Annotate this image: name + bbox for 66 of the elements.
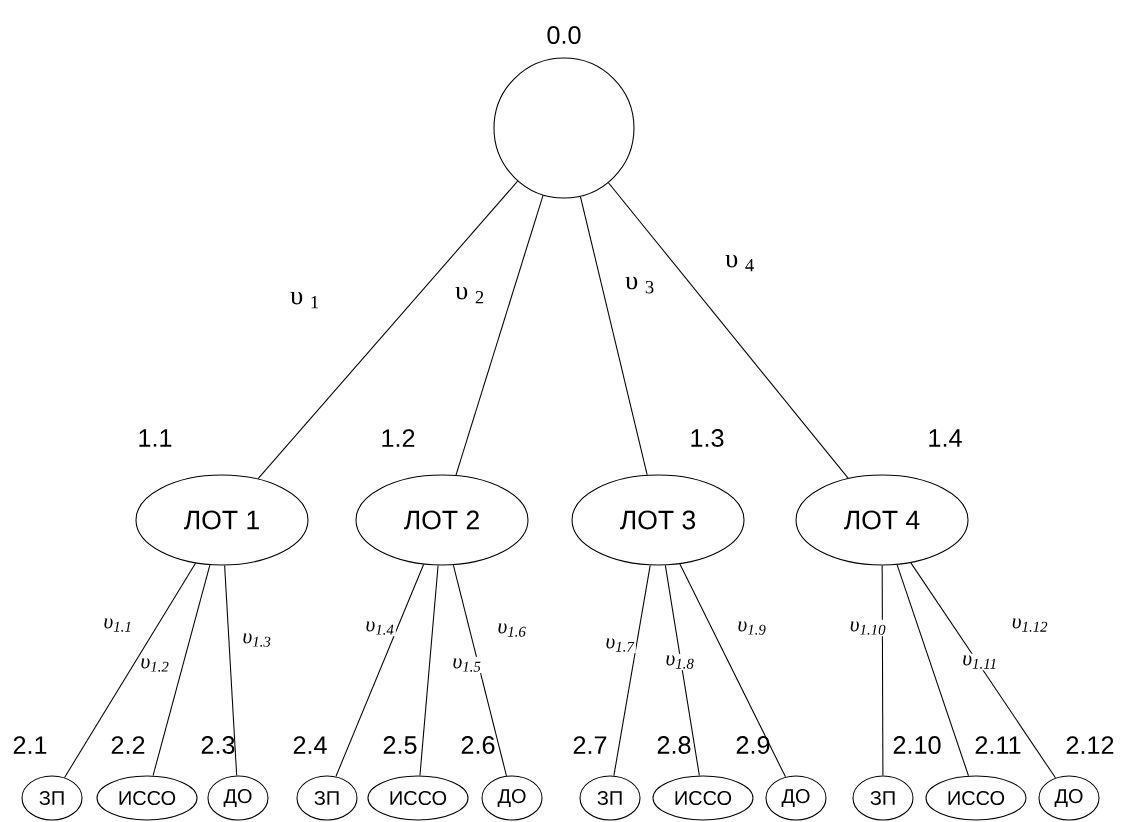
ellipse-node: ЛОТ 1 [135, 474, 309, 566]
ellipse-node: ИССО [925, 775, 1027, 821]
node-number: 2.8 [657, 736, 691, 754]
ellipse-node: ЛОТ 2 [355, 474, 529, 566]
edge-label: υ$_{1.4}$ [366, 621, 394, 635]
edge-label: υ $_{1}$ [290, 291, 319, 309]
node-number: 2.10 [893, 736, 941, 754]
ellipse-node: ЛОТ 3 [571, 474, 745, 566]
node-number: 2.3 [201, 736, 235, 754]
ellipse-node: ЗП [296, 775, 358, 821]
ellipse-node: ЗП [852, 775, 914, 821]
node-number: 2.11 [975, 736, 1021, 754]
connector-line [224, 564, 238, 776]
edge-label: υ$_{1.8}$ [666, 655, 694, 669]
edge-label: υ$_{1.12}$ [1012, 618, 1048, 632]
node-number: 1.3 [691, 429, 724, 447]
ellipse-node: ДО [207, 775, 269, 821]
ellipse-node: ИССО [367, 775, 469, 821]
edge-label: υ $_{3}$ [625, 276, 654, 294]
connector-line [896, 564, 969, 777]
connector-line [335, 563, 425, 777]
connector-line [881, 565, 884, 776]
ellipse-node: ИССО [652, 775, 754, 821]
ellipse-node: ДО [481, 775, 543, 821]
connector-line [455, 194, 544, 476]
connector-line [613, 564, 651, 777]
node-number: 2.1 [13, 736, 47, 754]
connector-line [664, 564, 700, 777]
edge-label: υ $_{2}$ [455, 286, 484, 304]
connector-line [419, 564, 439, 776]
node-number: 2.4 [293, 736, 327, 754]
node-number: 1.4 [929, 429, 962, 447]
ellipse-node: ИССО [96, 775, 198, 821]
connector-line [679, 563, 786, 778]
node-number: 2.7 [573, 736, 607, 754]
node-number: 2.2 [111, 736, 145, 754]
edge-label: υ$_{1.1}$ [104, 618, 131, 632]
ellipse-node: ЗП [21, 775, 83, 821]
connector-line [910, 562, 1056, 779]
connector-line [579, 196, 648, 476]
node-number: 2.9 [736, 736, 770, 754]
node-number: 1.1 [139, 429, 172, 447]
connector-line [257, 180, 519, 480]
node-number: 0.0 [547, 26, 581, 44]
ellipse-node: ЛОТ 4 [795, 474, 969, 566]
edge-label: υ$_{1.2}$ [141, 658, 169, 672]
connector-line [607, 182, 849, 479]
edge-label: υ $_{4}$ [725, 254, 754, 272]
node-number: 1.2 [382, 429, 415, 447]
connector-line [452, 564, 507, 777]
edge-label: υ$_{1.10}$ [850, 621, 886, 635]
connector-line [64, 562, 197, 778]
edge-label: υ$_{1.6}$ [498, 623, 526, 637]
ellipse-node: ДО [765, 775, 827, 821]
ellipse-node: ДО [1038, 775, 1100, 821]
node-number: 2.12 [1066, 736, 1114, 754]
edge-label: υ$_{1.7}$ [606, 638, 635, 652]
node-number: 2.6 [461, 736, 495, 754]
edge-label: υ$_{1.3}$ [243, 633, 271, 647]
circle-node [493, 57, 635, 199]
connector-line [152, 564, 211, 777]
edge-label: υ$_{1.5}$ [453, 658, 481, 672]
edge-label: υ$_{1.11}$ [963, 655, 996, 669]
node-number: 2.5 [383, 736, 417, 754]
ellipse-node: ЗП [579, 775, 641, 821]
edge-label: υ$_{1.9}$ [738, 621, 766, 635]
